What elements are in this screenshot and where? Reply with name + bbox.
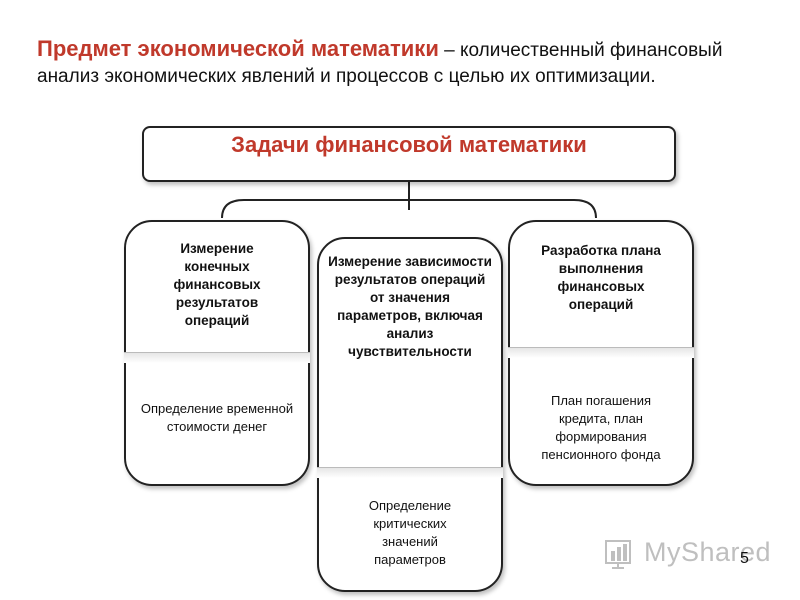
- page-number: 5: [740, 550, 749, 567]
- task-3-divider: [508, 347, 694, 358]
- task-3-head: Разработка плана выполнения финансовых о…: [541, 243, 661, 312]
- watermark: MyShared: [604, 535, 771, 569]
- root-box: Задачи финансовой математики: [142, 126, 676, 182]
- task-1-divider: [124, 352, 310, 363]
- task-2-divider: [317, 467, 503, 478]
- intro-paragraph: Предмет экономической математики – колич…: [37, 36, 737, 90]
- task-2-foot: Определение критических значений парамет…: [368, 498, 452, 567]
- task-card-3: Разработка плана выполнения финансовых о…: [508, 220, 694, 486]
- task-card-2: Измерение зависимости результатов операц…: [317, 237, 503, 592]
- bar-chart-icon: [605, 540, 631, 569]
- task-3-foot: План погашения кредита, план формировани…: [541, 393, 661, 462]
- task-1-foot: Определение временной стоимости денег: [140, 401, 294, 434]
- task-card-1: Измерение конечных финансовых результато…: [124, 220, 310, 486]
- watermark-text: MyShared: [644, 536, 772, 567]
- subject-term: Предмет экономической математики: [37, 36, 439, 61]
- task-2-head: Измерение зависимости результатов операц…: [328, 254, 492, 359]
- root-title: Задачи финансовой математики: [231, 132, 587, 157]
- subject-definition: – количественный финансовый анализ эконо…: [37, 40, 723, 87]
- branch-brace: [221, 199, 597, 219]
- task-1-head: Измерение конечных финансовых результато…: [173, 241, 261, 328]
